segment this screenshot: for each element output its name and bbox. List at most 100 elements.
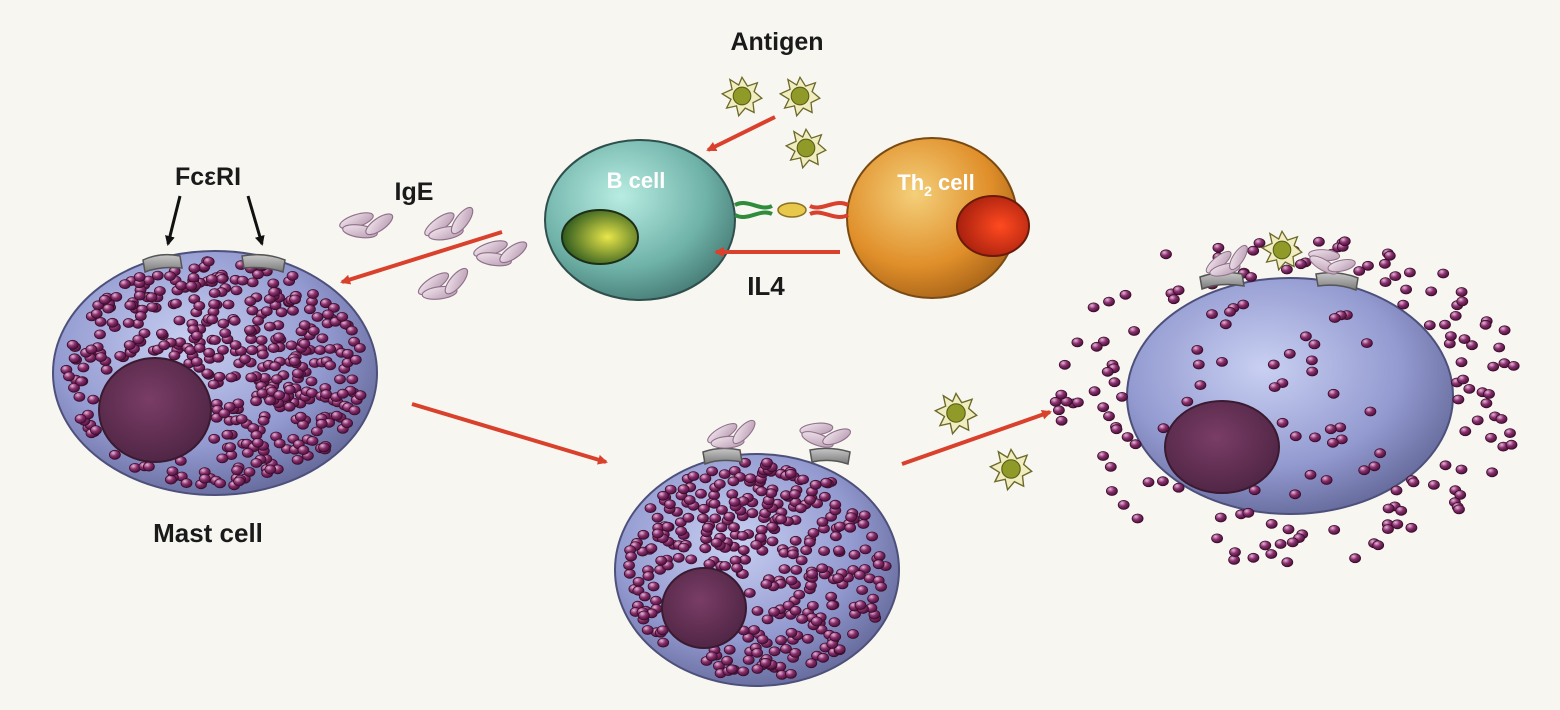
granule bbox=[727, 490, 738, 499]
granule bbox=[64, 372, 75, 381]
granule bbox=[1111, 425, 1122, 434]
granule bbox=[819, 547, 830, 556]
granule bbox=[325, 345, 336, 354]
b-cell-label: B cell bbox=[607, 168, 666, 193]
granule bbox=[253, 270, 264, 279]
granule bbox=[134, 273, 145, 282]
granule bbox=[1375, 449, 1386, 458]
granule bbox=[744, 589, 755, 598]
granule bbox=[1488, 362, 1499, 371]
granule bbox=[1383, 525, 1394, 534]
granule bbox=[242, 448, 253, 457]
granule bbox=[1122, 433, 1133, 442]
granule bbox=[214, 372, 225, 381]
granule bbox=[308, 290, 319, 299]
granule bbox=[743, 656, 754, 665]
granule bbox=[1486, 433, 1497, 442]
granule bbox=[218, 319, 229, 328]
granule bbox=[706, 652, 717, 661]
granule bbox=[265, 465, 276, 474]
granule bbox=[1428, 480, 1439, 489]
antigen bbox=[935, 393, 976, 433]
granule bbox=[652, 529, 663, 538]
granule bbox=[796, 556, 807, 565]
granule bbox=[268, 344, 279, 353]
granule bbox=[830, 500, 841, 509]
granule bbox=[845, 523, 856, 532]
granule bbox=[767, 537, 778, 546]
granule bbox=[319, 443, 330, 452]
granule bbox=[76, 377, 87, 386]
granule bbox=[1157, 477, 1168, 486]
granule bbox=[1404, 268, 1415, 277]
granule bbox=[1248, 553, 1259, 562]
granule bbox=[638, 530, 649, 539]
granule bbox=[258, 416, 269, 425]
granule bbox=[209, 434, 220, 443]
granule bbox=[1091, 342, 1102, 351]
granule bbox=[292, 455, 303, 464]
granule bbox=[1390, 272, 1401, 281]
granule bbox=[75, 414, 86, 423]
granule bbox=[633, 577, 644, 586]
granule bbox=[1105, 462, 1116, 471]
granule bbox=[304, 305, 315, 314]
granule bbox=[786, 576, 797, 585]
granule bbox=[1396, 506, 1407, 515]
granule bbox=[1440, 320, 1451, 329]
granule bbox=[1281, 265, 1292, 274]
granule bbox=[788, 550, 799, 559]
granule bbox=[125, 301, 136, 310]
granule bbox=[762, 458, 773, 467]
granule bbox=[251, 397, 262, 406]
granule bbox=[749, 626, 760, 635]
granule bbox=[807, 570, 818, 579]
granule bbox=[645, 504, 656, 513]
granule bbox=[257, 389, 268, 398]
mast-cell-nucleus bbox=[662, 568, 746, 648]
granule bbox=[165, 475, 176, 484]
activation-arrow bbox=[902, 412, 1050, 464]
granule bbox=[230, 341, 241, 350]
granule bbox=[683, 513, 694, 522]
granule bbox=[807, 601, 818, 610]
granule bbox=[261, 307, 272, 316]
granule bbox=[833, 546, 844, 555]
granule bbox=[1117, 392, 1128, 401]
antigen bbox=[722, 77, 762, 116]
granule bbox=[846, 513, 857, 522]
antigen-label: Antigen bbox=[730, 28, 823, 56]
granule bbox=[1391, 486, 1402, 495]
granule bbox=[651, 596, 662, 605]
granule bbox=[1487, 468, 1498, 477]
th2-cell-nucleus bbox=[957, 196, 1029, 256]
granule bbox=[648, 582, 659, 591]
granule bbox=[776, 636, 787, 645]
granule bbox=[146, 293, 157, 302]
granule bbox=[1380, 278, 1391, 287]
granule bbox=[1457, 297, 1468, 306]
granule bbox=[684, 496, 695, 505]
granule bbox=[1458, 375, 1469, 384]
granule bbox=[317, 334, 328, 343]
granule bbox=[316, 419, 327, 428]
granule bbox=[226, 373, 237, 382]
granule bbox=[1453, 395, 1464, 404]
granule bbox=[1072, 398, 1083, 407]
granule bbox=[337, 312, 348, 321]
granule bbox=[176, 281, 187, 290]
granule bbox=[790, 648, 801, 657]
granule bbox=[88, 395, 99, 404]
granule bbox=[642, 626, 653, 635]
granule bbox=[289, 357, 300, 366]
granule bbox=[253, 316, 264, 325]
granule bbox=[729, 523, 740, 532]
granule bbox=[264, 322, 275, 331]
granule bbox=[103, 304, 114, 313]
granule bbox=[290, 295, 301, 304]
granule bbox=[169, 351, 180, 360]
granule bbox=[109, 450, 120, 459]
granule bbox=[210, 336, 221, 345]
granule bbox=[268, 279, 279, 288]
